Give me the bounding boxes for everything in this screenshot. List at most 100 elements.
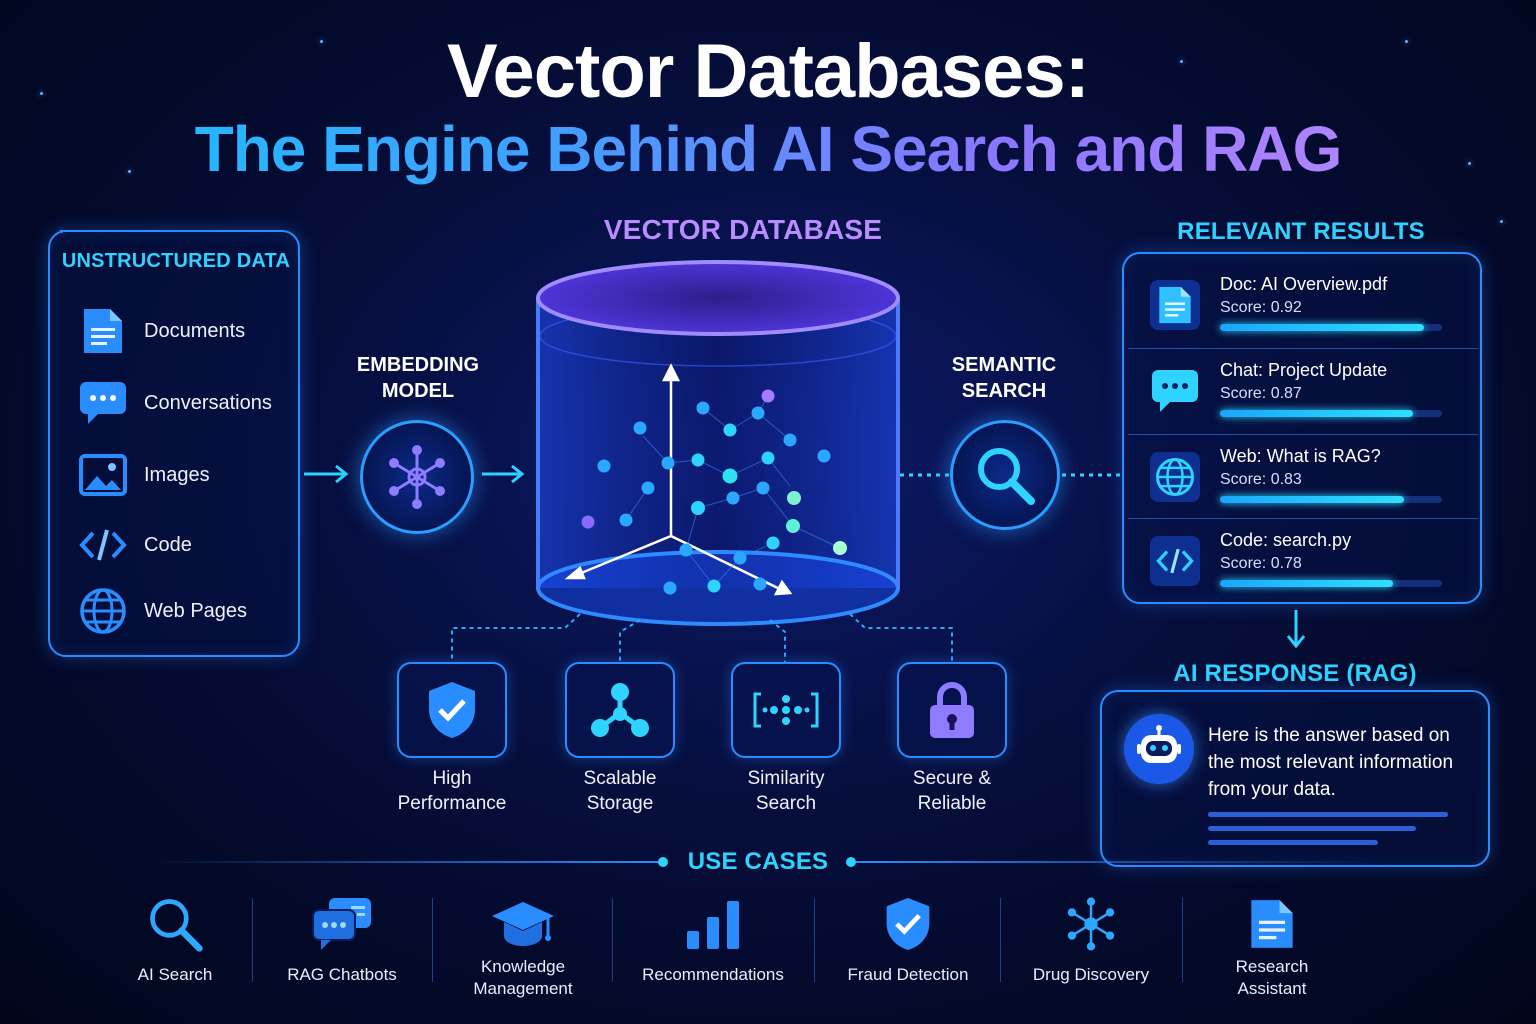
relevant-results-title: RELEVANT RESULTS xyxy=(1177,218,1425,245)
result-title: Chat: Project Update xyxy=(1220,360,1388,380)
use-cases-dot-left xyxy=(658,857,668,867)
feature-similarity-search: Similarity Search xyxy=(731,662,841,816)
use-case-separator xyxy=(252,898,253,982)
source-label: Documents xyxy=(144,319,246,342)
source-item-code: Code xyxy=(78,520,192,570)
embedding-model-label: EMBEDDING MODEL xyxy=(356,354,480,402)
source-item-web-pages: Web Pages xyxy=(78,586,247,636)
feature-scalable-storage: Scalable Storage xyxy=(565,662,675,816)
search-icon xyxy=(110,892,240,956)
image-icon xyxy=(78,450,128,500)
score-bar-fill xyxy=(1220,324,1425,331)
use-case-separator xyxy=(814,898,815,982)
lock-icon xyxy=(930,682,974,738)
source-label: Images xyxy=(144,463,210,486)
embedding-model-node xyxy=(360,420,474,534)
chat-icon xyxy=(78,378,128,428)
use-cases-title: USE CASES xyxy=(687,848,829,875)
use-case-drug-discovery: Drug Discovery xyxy=(1018,892,1164,986)
use-case-separator xyxy=(432,898,433,982)
source-item-images: Images xyxy=(78,450,210,500)
use-case-separator xyxy=(1000,898,1001,982)
result-score: Score: 0.78 xyxy=(1220,555,1302,572)
chat-icon xyxy=(1150,366,1200,416)
result-item[interactable]: Doc: AI Overview.pdf Score: 0.92 xyxy=(1126,264,1480,348)
result-item[interactable]: Code: search.py Score: 0.78 xyxy=(1126,520,1480,604)
dotted-connector-db-search xyxy=(900,473,950,477)
graduation-cap-icon xyxy=(452,892,594,956)
ai-response-text: Here is the answer based on the most rel… xyxy=(1208,725,1454,800)
page-subtitle: The Engine Behind AI Search and RAG xyxy=(0,112,1536,186)
globe-icon xyxy=(78,586,128,636)
search-icon xyxy=(978,448,1035,505)
document-icon xyxy=(78,306,128,356)
feature-icon-box xyxy=(897,662,1007,758)
database-cylinder-icon xyxy=(536,260,900,626)
result-divider xyxy=(1128,348,1478,349)
use-case-rag-chatbots: RAG Chatbots xyxy=(270,892,414,986)
vector-database-title: VECTOR DATABASE xyxy=(603,214,883,245)
source-item-conversations: Conversations xyxy=(78,378,272,428)
result-item[interactable]: Chat: Project Update Score: 0.87 xyxy=(1126,350,1480,434)
result-score: Score: 0.87 xyxy=(1220,385,1302,402)
similarity-icon xyxy=(753,692,819,728)
document-icon xyxy=(1200,892,1344,956)
response-placeholder-line xyxy=(1208,812,1448,817)
unstructured-data-panel: UNSTRUCTURED DATA Documents Conversation… xyxy=(48,230,300,657)
feature-secure-reliable: Secure & Reliable xyxy=(897,662,1007,816)
score-bar xyxy=(1220,324,1442,331)
use-case-separator xyxy=(1182,898,1183,982)
score-bar-fill xyxy=(1220,496,1405,503)
ai-response-panel: Here is the answer based on the most rel… xyxy=(1100,690,1490,867)
result-divider xyxy=(1128,434,1478,435)
network-icon xyxy=(389,445,445,509)
code-icon xyxy=(78,520,128,570)
feature-high-performance: High Performance xyxy=(397,662,507,816)
feature-icon-box xyxy=(565,662,675,758)
ai-response-title: AI RESPONSE (RAG) xyxy=(1173,660,1417,687)
response-placeholder-line xyxy=(1208,840,1378,845)
result-item[interactable]: Web: What is RAG? Score: 0.83 xyxy=(1126,436,1480,520)
use-case-research-assistant: Research Assistant xyxy=(1200,892,1344,1000)
use-case-fraud-detection: Fraud Detection xyxy=(834,892,982,986)
result-score: Score: 0.92 xyxy=(1220,299,1302,316)
use-cases-dot-right xyxy=(846,857,856,867)
shield-check-icon xyxy=(834,892,982,956)
unstructured-data-title: UNSTRUCTURED DATA xyxy=(61,250,291,272)
arrow-to-embedding xyxy=(304,464,349,484)
dotted-connector-search-results xyxy=(1062,473,1122,477)
result-score: Score: 0.83 xyxy=(1220,471,1302,488)
relevant-results-panel: Doc: AI Overview.pdf Score: 0.92 Chat: P… xyxy=(1122,252,1482,604)
use-case-ai-search: AI Search xyxy=(110,892,240,986)
score-bar xyxy=(1220,410,1442,417)
semantic-search-label: SEMANTIC SEARCH xyxy=(951,354,1057,402)
use-cases-line-left xyxy=(150,861,662,863)
chatbot-icon xyxy=(270,892,414,956)
source-label: Web Pages xyxy=(144,599,248,622)
page-title: Vector Databases: xyxy=(447,29,1090,114)
code-icon xyxy=(1150,536,1200,586)
use-case-knowledge-management: Knowledge Management xyxy=(452,892,594,1000)
result-title: Code: search.py xyxy=(1220,530,1352,550)
shield-check-icon xyxy=(429,682,475,738)
robot-icon xyxy=(1124,714,1194,784)
source-label: Code xyxy=(144,533,192,556)
scalable-nodes-icon xyxy=(591,683,649,737)
result-title: Doc: AI Overview.pdf xyxy=(1220,274,1388,294)
molecule-icon xyxy=(1018,892,1164,956)
feature-icon-box xyxy=(397,662,507,758)
semantic-search-node xyxy=(950,420,1060,530)
response-placeholder-line xyxy=(1208,826,1416,831)
use-cases-line-right xyxy=(856,861,1376,863)
feature-icon-box xyxy=(731,662,841,758)
use-case-recommendations: Recommendations xyxy=(632,892,794,986)
arrow-down-to-response xyxy=(1286,610,1306,649)
document-icon xyxy=(1150,280,1200,330)
score-bar-fill xyxy=(1220,410,1414,417)
score-bar xyxy=(1220,496,1442,503)
feature-connectors xyxy=(451,613,953,662)
globe-icon xyxy=(1150,452,1200,502)
source-item-documents: Documents xyxy=(78,306,245,356)
score-bar-fill xyxy=(1220,580,1394,587)
bar-chart-icon xyxy=(632,892,794,956)
